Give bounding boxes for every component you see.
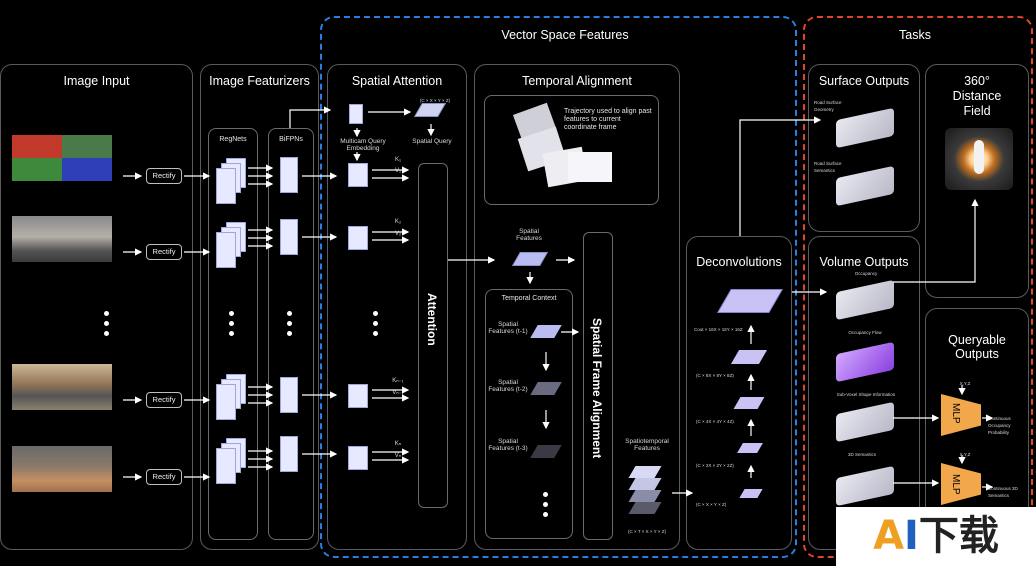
occ-flow-label: Occupancy Flow [848, 330, 882, 335]
sem3d-cont-label: Continuous 3D Semantics [988, 486, 1018, 498]
camera-ellipsis [104, 311, 109, 341]
temporal-ellipsis [543, 492, 548, 522]
image-input-panel: Image Input [0, 64, 193, 550]
image-featurizers-panel: Image Featurizers [200, 64, 319, 550]
rectify-4: Rectify [146, 469, 182, 485]
subvoxel-label: Sub-Voxel Shape Information [836, 392, 896, 397]
spatial-attention-panel: Spatial Attention [327, 64, 467, 550]
image-featurizers-title: Image Featurizers [209, 74, 310, 88]
trajectory-frame-4 [568, 152, 612, 182]
deconv-dims-2: (C × 8X × 8Y × 8Z) [696, 373, 734, 378]
road-semantics-label: Road Surface Semantics [814, 161, 842, 173]
regnets-label: RegNets [219, 136, 247, 143]
vector-space-title: Vector Space Features [501, 28, 629, 42]
kv-cube-1 [348, 163, 368, 187]
v1-label: V₁ [394, 168, 402, 174]
bifpn-feature-4 [280, 436, 298, 472]
deconv-dims-3: (C × 4X × 4Y × 4Z) [696, 419, 734, 424]
rectify-1: Rectify [146, 168, 182, 184]
st-dims-label: (C × T × X × Y × Z) [628, 529, 666, 534]
t2-label: Spatial Features (t-2) [488, 379, 528, 393]
mlp-label-1: MLP [950, 403, 961, 424]
kv-cube-2 [348, 226, 368, 250]
t1-label: Spatial Features (t-1) [488, 321, 528, 335]
spatial-features-label: Spatial Features [516, 228, 542, 242]
vn-label: Vₙ [394, 453, 402, 459]
queryable-outputs-title: Queryable Outputs [948, 333, 1006, 361]
car-icon [974, 140, 984, 174]
camera-image-4 [12, 446, 112, 492]
deconv-dims-4: (C × 2X × 2Y × 2Z) [696, 463, 734, 468]
xyz-label-2: X,Y,Z [959, 452, 971, 457]
surface-outputs-title: Surface Outputs [818, 74, 910, 88]
query-embedding-cube [349, 104, 363, 124]
deconv-dims-5: (C × X × Y × Z) [696, 502, 727, 507]
kn1-label: Kₙ₋₁ [392, 378, 404, 384]
volume-outputs-title: Volume Outputs [819, 255, 909, 269]
queryable-outputs-panel: Queryable Outputs [925, 308, 1029, 550]
kv-ellipsis [373, 311, 378, 341]
deconv-dims-1: Cout × 16X × 16Y × 16Z [694, 327, 743, 332]
kv-cube-3 [348, 384, 368, 408]
deconvolutions-panel: Deconvolutions [686, 236, 792, 550]
surface-outputs-panel: Surface Outputs [808, 64, 920, 232]
kn-label: Kₙ [394, 441, 402, 447]
regnet-ellipsis [229, 311, 234, 341]
distance-field-title: 360° Distance Field [952, 74, 1002, 118]
camera-image-1 [12, 135, 112, 181]
watermark-text: 下载 [918, 513, 999, 559]
spatial-attention-title: Spatial Attention [351, 74, 443, 88]
rectify-2: Rectify [146, 244, 182, 260]
rectify-3: Rectify [146, 392, 182, 408]
image-input-title: Image Input [63, 74, 130, 88]
spatial-query-label: Spatial Query [412, 138, 452, 145]
tasks-title: Tasks [899, 28, 931, 42]
regnets-box [208, 128, 258, 540]
bifpns-label: BiFPNs [279, 136, 303, 143]
t3-label: Spatial Features (t-3) [488, 438, 528, 452]
sfa-block [583, 232, 613, 540]
k1-label: K₁ [394, 157, 402, 163]
temporal-alignment-title: Temporal Alignment [522, 74, 632, 88]
temporal-context-box [485, 289, 573, 539]
camera-image-2 [12, 216, 112, 262]
temporal-alignment-panel: Temporal Alignment [474, 64, 680, 550]
mlp-label-2: MLP [950, 474, 961, 495]
distance-field-panel: 360° Distance Field [925, 64, 1029, 298]
bifpns-box [268, 128, 314, 540]
spatiotemporal-label: Spatiotemporal Features [625, 438, 669, 452]
watermark-letter-a: A [873, 513, 905, 559]
occ-prob-label: Continuous Occupancy Probability [988, 416, 1011, 435]
watermark-letter-i: I [904, 513, 919, 559]
bifpn-ellipsis [287, 311, 292, 341]
sfa-label: Spatial Frame Alignment [590, 318, 604, 459]
road-geometry-label: Road Surface Geometry [814, 100, 842, 112]
trajectory-caption: Trajectory used to align past features t… [564, 108, 652, 131]
deconvolutions-title: Deconvolutions [696, 255, 782, 269]
temporal-context-label: Temporal Context [501, 295, 557, 302]
vector-space-border [320, 16, 797, 558]
k2-label: K₂ [394, 219, 402, 225]
query-dims-label: (C × X × Y × Z) [419, 98, 451, 103]
bifpn-feature-3 [280, 377, 298, 413]
occupancy-label: Occupancy [854, 271, 878, 276]
attention-block [418, 163, 448, 508]
camera-image-3 [12, 364, 112, 410]
watermark-logo: AI下载 [836, 507, 1036, 566]
trajectory-box [484, 95, 659, 205]
bifpn-feature-1 [280, 157, 298, 193]
kv-cube-4 [348, 446, 368, 470]
bifpn-feature-2 [280, 219, 298, 255]
vn1-label: Vₙ₋₁ [392, 390, 404, 396]
v2-label: V₂ [394, 231, 402, 237]
semantics3d-label: 3D Semantics [847, 452, 876, 457]
multicam-label: Multicam Query Embedding [340, 138, 386, 152]
xyz-label-1: X,Y,Z [959, 381, 971, 386]
attention-label: Attention [425, 293, 439, 346]
